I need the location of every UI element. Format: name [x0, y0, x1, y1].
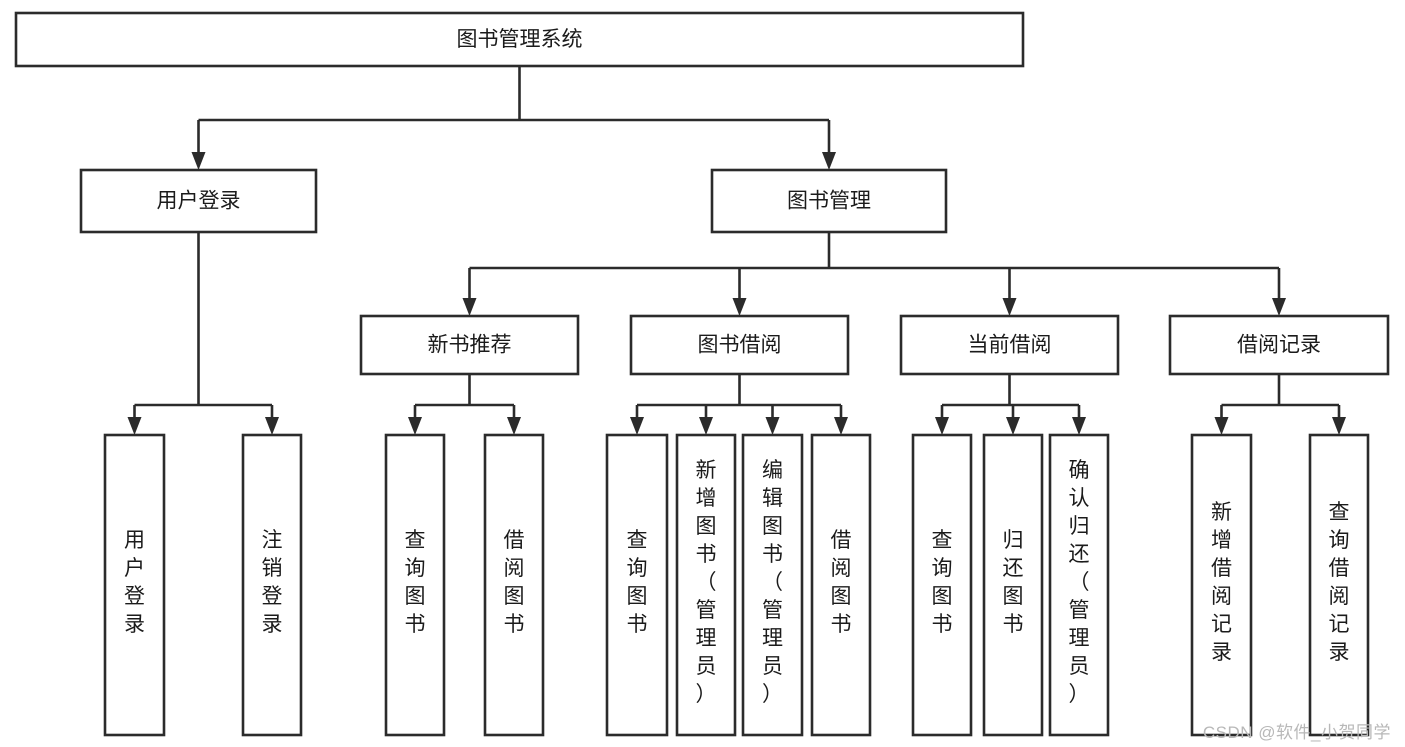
node-book-borrow[interactable]: 图书借阅	[629, 314, 850, 376]
node-label-new-book-recommend: 新书推荐	[428, 334, 512, 357]
node-label-leaf-user-login: 用户登录	[124, 529, 145, 636]
node-box-book-manage	[710, 168, 948, 234]
node-label-leaf-user-logout: 注销登录	[262, 529, 283, 636]
edge-user-login-0-arrowhead	[127, 417, 142, 435]
node-box-leaf-query-book-2	[605, 433, 669, 737]
edge-borrow-record-0-arrowhead	[1214, 417, 1229, 435]
edge-book-manage-2-arrowhead	[1002, 298, 1017, 316]
node-box-leaf-add-book	[675, 433, 737, 737]
node-box-leaf-query-record	[1308, 433, 1370, 737]
node-label-leaf-add-record: 新增借阅记录	[1211, 501, 1232, 664]
edge-book-borrow-0-arrowhead	[630, 417, 644, 435]
node-borrow-record[interactable]: 借阅记录	[1168, 314, 1390, 376]
edge-book-borrow-1-arrowhead	[699, 417, 713, 435]
node-label-leaf-query-record: 查询借阅记录	[1329, 501, 1350, 664]
node-leaf-borrow-book-2[interactable]: 借阅图书	[810, 433, 872, 737]
node-root[interactable]: 图书管理系统	[14, 11, 1025, 68]
node-label-current-borrow: 当前借阅	[968, 334, 1052, 357]
node-label-leaf-query-book-1: 查询图书	[405, 529, 426, 636]
node-box-leaf-user-login	[103, 433, 166, 737]
edge-user-login-1-arrowhead	[265, 417, 279, 435]
node-box-leaf-borrow-book-2	[810, 433, 872, 737]
node-leaf-return-book[interactable]: 归还图书	[982, 433, 1044, 737]
node-box-leaf-confirm-return	[1048, 433, 1110, 737]
edge-root-0-arrowhead	[191, 152, 206, 170]
node-box-leaf-user-logout	[241, 433, 303, 737]
node-label-borrow-record: 借阅记录	[1237, 334, 1321, 357]
node-leaf-confirm-return[interactable]: 确认归还（管理员）	[1048, 433, 1110, 737]
node-box-borrow-record	[1168, 314, 1390, 376]
edge-new-book-recommend-1-arrowhead	[507, 417, 521, 435]
node-label-leaf-confirm-return: 确认归还（管理员）	[1069, 459, 1090, 706]
node-label-user-login: 用户登录	[157, 190, 241, 213]
connector-layer	[127, 66, 1346, 435]
node-label-leaf-edit-book: 编辑图书（管理员）	[762, 459, 783, 706]
node-leaf-borrow-book-1[interactable]: 借阅图书	[483, 433, 545, 737]
node-current-borrow[interactable]: 当前借阅	[899, 314, 1120, 376]
edge-book-manage-0-arrowhead	[462, 298, 477, 316]
node-box-new-book-recommend	[359, 314, 580, 376]
node-box-root	[14, 11, 1025, 68]
edge-current-borrow-1-arrowhead	[1006, 417, 1020, 435]
node-leaf-query-book-3[interactable]: 查询图书	[911, 433, 973, 737]
edge-borrow-record-1-arrowhead	[1332, 417, 1346, 435]
node-leaf-user-logout[interactable]: 注销登录	[241, 433, 303, 737]
edge-book-borrow-3-arrowhead	[834, 417, 848, 435]
node-leaf-add-record[interactable]: 新增借阅记录	[1190, 433, 1253, 737]
node-label-leaf-borrow-book-1: 借阅图书	[504, 529, 525, 636]
node-label-leaf-borrow-book-2: 借阅图书	[831, 529, 852, 636]
node-label-root: 图书管理系统	[457, 28, 583, 51]
node-box-user-login	[79, 168, 318, 234]
node-leaf-query-record[interactable]: 查询借阅记录	[1308, 433, 1370, 737]
node-box-book-borrow	[629, 314, 850, 376]
node-box-leaf-query-book-1	[384, 433, 446, 737]
node-label-book-borrow: 图书借阅	[698, 334, 782, 357]
edge-book-borrow-2-arrowhead	[765, 417, 780, 435]
node-box-leaf-query-book-3	[911, 433, 973, 737]
node-box-leaf-edit-book	[741, 433, 804, 737]
node-box-leaf-borrow-book-1	[483, 433, 545, 737]
node-box-current-borrow	[899, 314, 1120, 376]
csdn-watermark: CSDN @软件_小贺同学	[1202, 723, 1391, 742]
node-leaf-add-book[interactable]: 新增图书（管理员）	[675, 433, 737, 737]
node-layer: 图书管理系统用户登录图书管理新书推荐图书借阅当前借阅借阅记录用户登录注销登录查询…	[14, 11, 1390, 737]
edge-book-manage-1-arrowhead	[732, 298, 747, 316]
node-new-book-recommend[interactable]: 新书推荐	[359, 314, 580, 376]
node-leaf-query-book-2[interactable]: 查询图书	[605, 433, 669, 737]
node-leaf-edit-book[interactable]: 编辑图书（管理员）	[741, 433, 804, 737]
node-label-book-manage: 图书管理	[787, 190, 871, 213]
node-box-leaf-add-record	[1190, 433, 1253, 737]
node-user-login[interactable]: 用户登录	[79, 168, 318, 234]
edge-current-borrow-2-arrowhead	[1072, 417, 1086, 435]
node-label-leaf-query-book-3: 查询图书	[932, 529, 953, 636]
node-label-leaf-query-book-2: 查询图书	[627, 529, 648, 636]
edge-new-book-recommend-0-arrowhead	[408, 417, 422, 435]
node-box-leaf-return-book	[982, 433, 1044, 737]
edge-root-1-arrowhead	[822, 152, 836, 170]
node-label-leaf-add-book: 新增图书（管理员）	[696, 459, 717, 706]
node-leaf-query-book-1[interactable]: 查询图书	[384, 433, 446, 737]
edge-current-borrow-0-arrowhead	[935, 417, 949, 435]
edge-book-manage-3-arrowhead	[1272, 298, 1286, 316]
node-label-leaf-return-book: 归还图书	[1003, 529, 1024, 636]
node-book-manage[interactable]: 图书管理	[710, 168, 948, 234]
node-leaf-user-login[interactable]: 用户登录	[103, 433, 166, 737]
